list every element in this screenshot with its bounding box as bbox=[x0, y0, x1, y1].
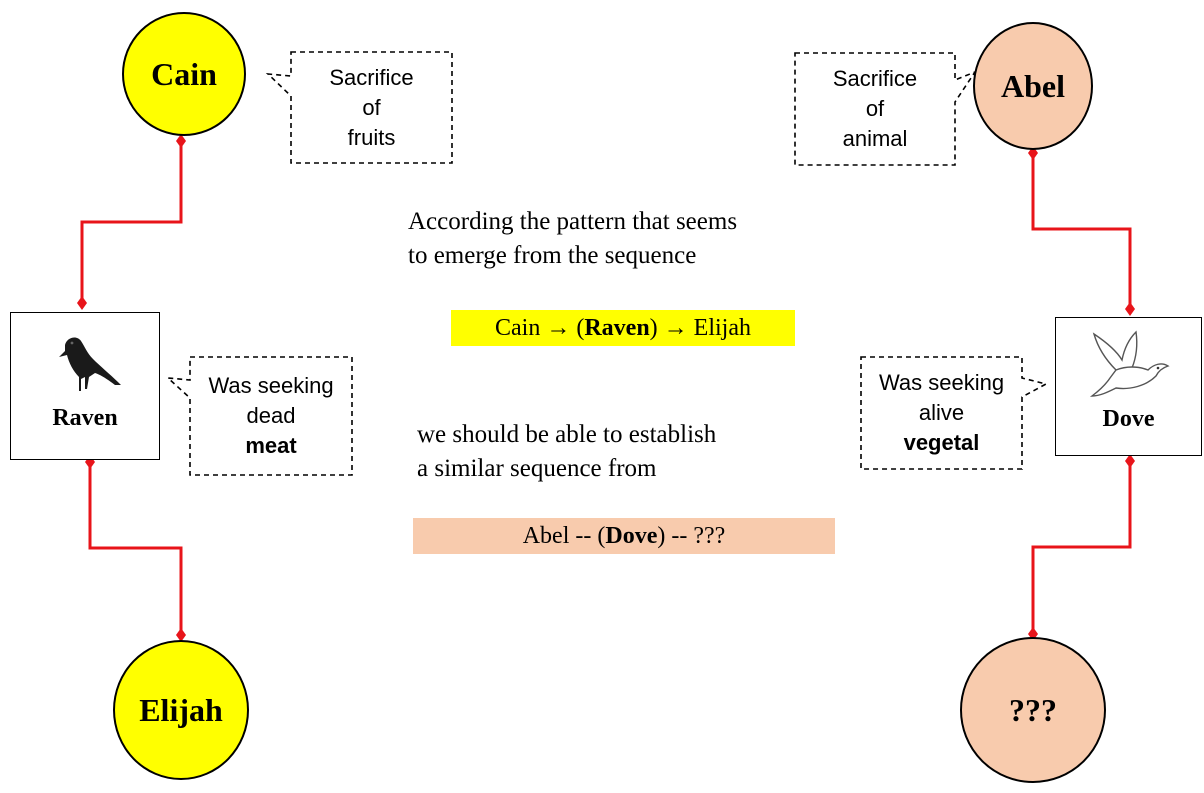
diamond-elijah-top bbox=[176, 628, 186, 642]
connector-abel-dove bbox=[1031, 153, 1132, 309]
node-abel-label: Abel bbox=[1001, 67, 1065, 104]
callout-cain-line3: fruits bbox=[347, 124, 396, 150]
sequence-abel-end: ) -- ??? bbox=[657, 523, 726, 549]
intro-line2: to emerge from the sequence bbox=[408, 242, 697, 269]
diamond-raven-top bbox=[77, 296, 87, 310]
callout-dove-seeking: Was seeking alive vegetal bbox=[861, 357, 1022, 469]
connector-raven-elijah bbox=[88, 462, 183, 636]
box-raven: Raven bbox=[10, 312, 160, 460]
callout-cain-line2: of bbox=[362, 94, 381, 120]
middle-line2: a similar sequence from bbox=[417, 455, 657, 482]
sequence-cain-end: ) → Elijah bbox=[649, 315, 751, 341]
diamond-dove-bottom bbox=[1125, 454, 1135, 468]
dove-icon bbox=[1089, 330, 1170, 397]
node-elijah-label: Elijah bbox=[139, 691, 223, 728]
node-cain: Cain bbox=[122, 12, 246, 136]
box-dove-label: Dove bbox=[1102, 406, 1155, 432]
node-elijah: Elijah bbox=[113, 640, 249, 780]
callout-dove-line3: vegetal bbox=[903, 430, 980, 455]
bubble-outline-dove bbox=[860, 356, 1049, 470]
callout-cain-line1: Sacrifice bbox=[329, 64, 414, 90]
callout-abel-sacrifice: Sacrifice of animal bbox=[795, 53, 955, 165]
callout-abel-line3: animal bbox=[842, 126, 908, 151]
intro-line1: According the pattern that seems bbox=[408, 208, 738, 235]
diamond-cain-bottom bbox=[176, 134, 186, 148]
node-cain-label: Cain bbox=[151, 55, 217, 92]
sequence-abel-bold: Dove bbox=[605, 523, 658, 549]
callout-dove-line2: alive bbox=[918, 400, 965, 425]
node-unknown-label: ??? bbox=[1009, 691, 1057, 728]
bubble-outline-raven bbox=[165, 356, 353, 476]
node-abel: Abel bbox=[973, 22, 1093, 150]
middle-paragraph: we should be able to establish a similar… bbox=[417, 418, 716, 486]
middle-line1: we should be able to establish bbox=[417, 421, 717, 448]
intro-paragraph: According the pattern that seems to emer… bbox=[408, 205, 737, 273]
callout-raven-line3: meat bbox=[245, 433, 297, 458]
callout-raven-line1: Was seeking bbox=[208, 373, 334, 398]
raven-icon bbox=[59, 337, 121, 391]
bubble-outline-cain bbox=[265, 51, 453, 164]
callout-cain-sacrifice: Sacrifice of fruits bbox=[291, 52, 452, 163]
callout-abel-line2: of bbox=[865, 96, 885, 121]
bubble-outline-abel bbox=[794, 52, 978, 166]
connector-dove-unknown bbox=[1031, 460, 1132, 634]
callout-raven-seeking: Was seeking dead meat bbox=[190, 357, 352, 475]
sequence-cain: Cain → (Raven) → Elijah bbox=[451, 310, 795, 346]
callout-dove-line1: Was seeking bbox=[878, 370, 1005, 395]
sequence-cain-bold: Raven bbox=[584, 315, 650, 341]
callout-abel-line1: Sacrifice bbox=[832, 66, 918, 91]
box-dove: Dove bbox=[1055, 317, 1202, 456]
sequence-abel: Abel -- (Dove) -- ??? bbox=[413, 518, 835, 554]
connector-cain-raven bbox=[80, 140, 183, 303]
node-unknown: ??? bbox=[960, 637, 1106, 783]
diamond-dove-top bbox=[1125, 302, 1135, 316]
sequence-cain-start: Cain → ( bbox=[495, 315, 585, 341]
sequence-abel-start: Abel -- ( bbox=[522, 523, 606, 549]
box-raven-label: Raven bbox=[52, 405, 118, 431]
callout-raven-line2: dead bbox=[246, 403, 296, 428]
